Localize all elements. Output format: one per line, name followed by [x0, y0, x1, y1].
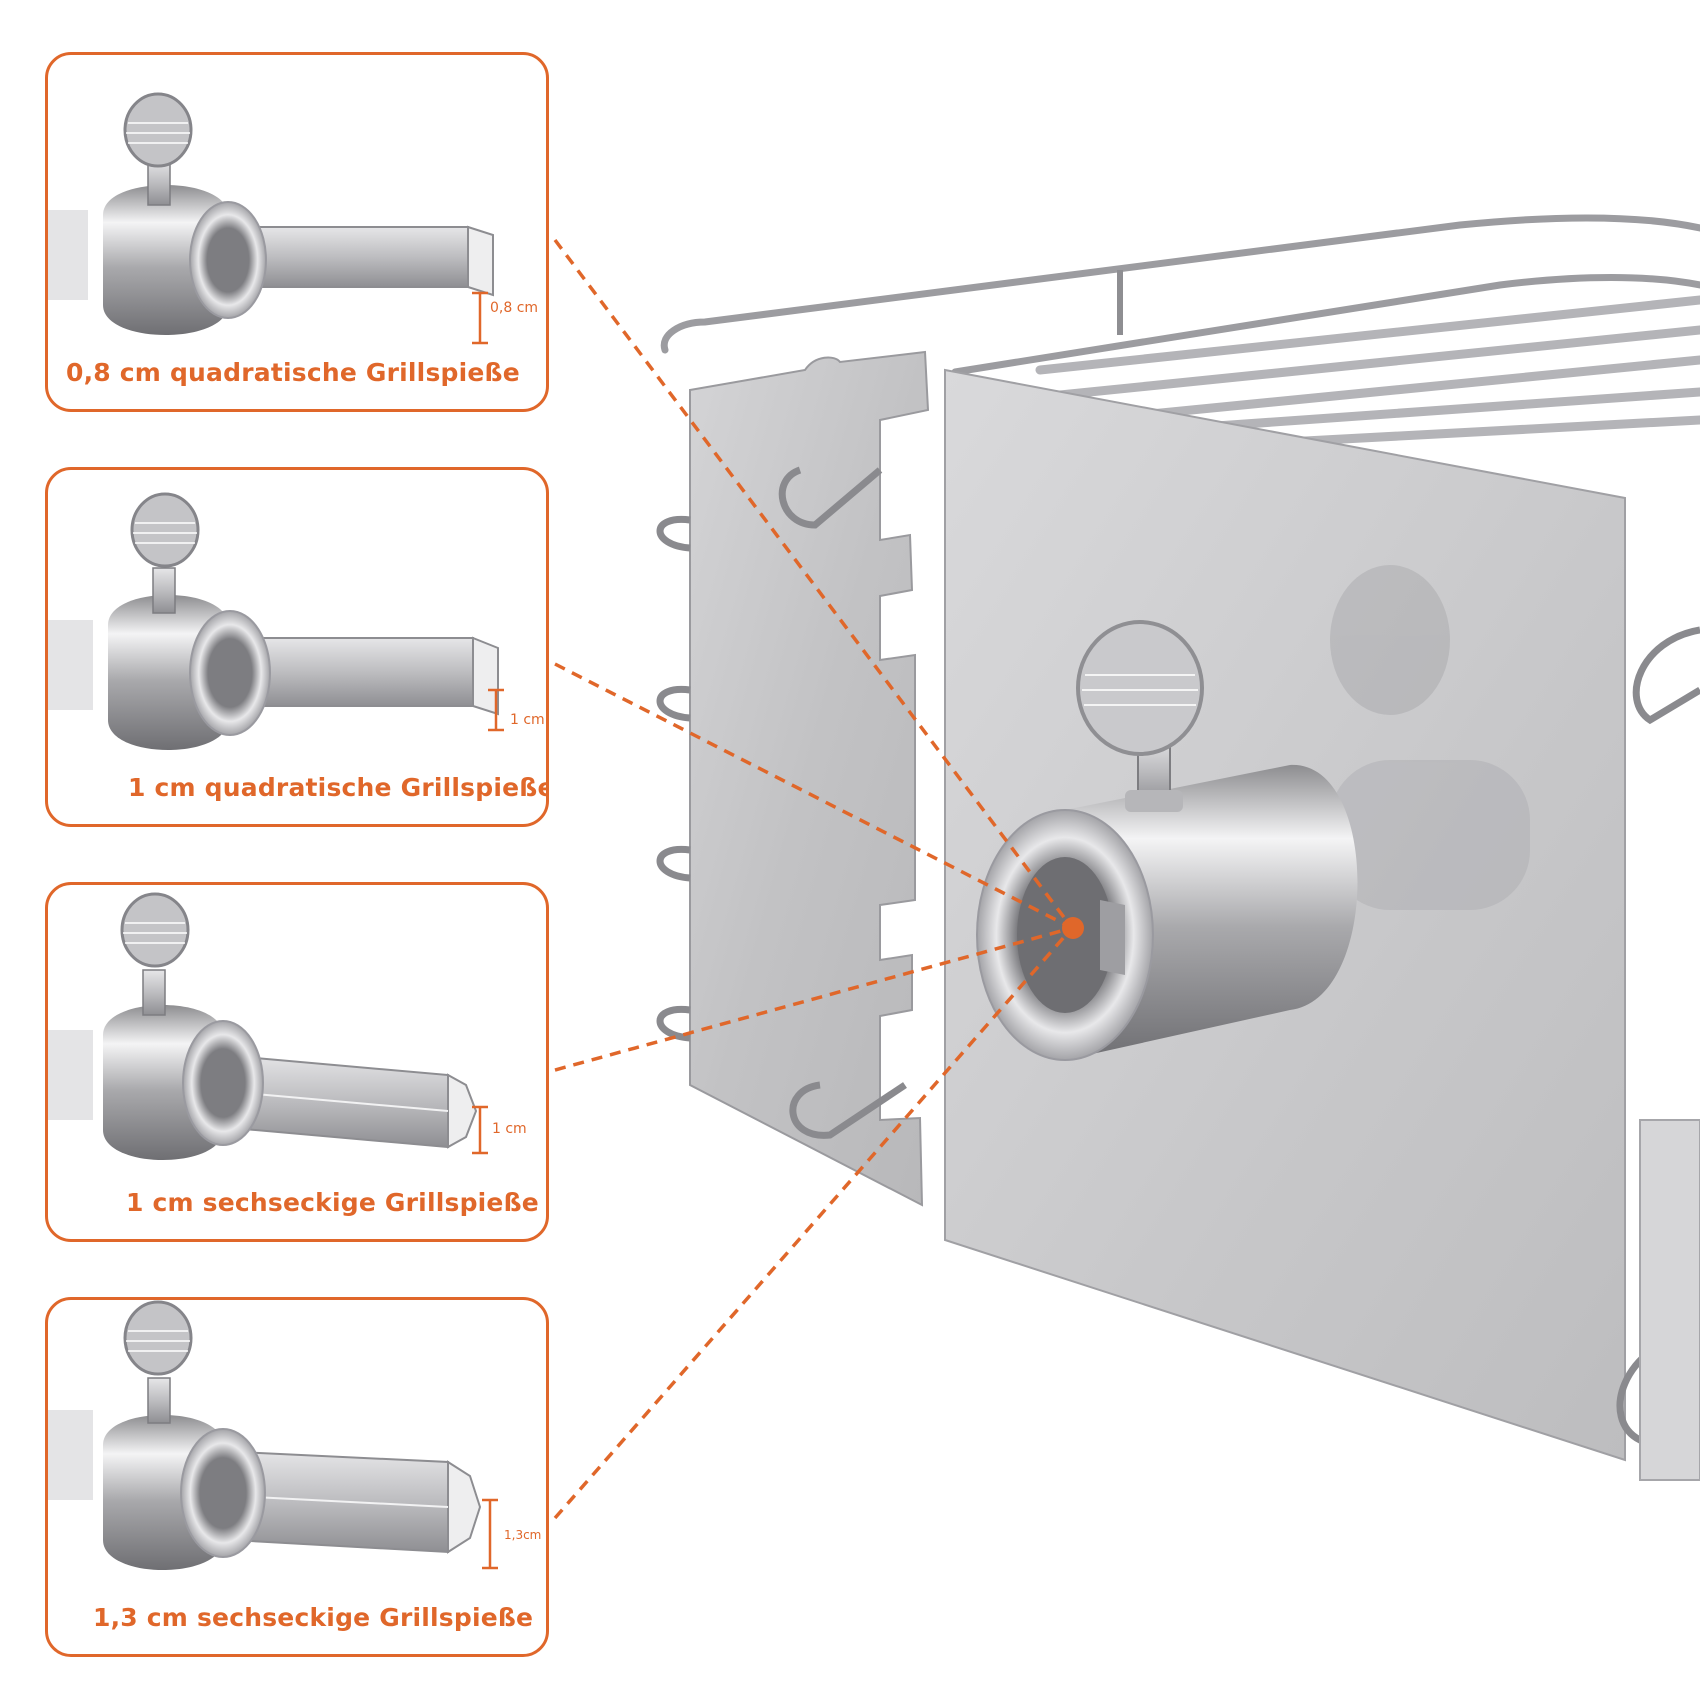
thumb-screw-icon [123, 1300, 193, 1376]
panel-square-0-8cm: 0,8 cm 0,8 cm quadratische Grillspieße [45, 52, 549, 412]
dimension-label: 1 cm [510, 712, 545, 728]
thumb-screw-icon [1076, 620, 1204, 756]
dimension-marker [488, 688, 504, 732]
hex-spit-coupler-icon [48, 892, 488, 1160]
reflection [1330, 565, 1530, 910]
dimension-marker [472, 1105, 488, 1155]
leader-lines [553, 238, 1074, 1520]
dimension-label: 1,3cm [504, 1528, 542, 1542]
center-hole-marker-icon [1062, 917, 1084, 939]
hex-spit-coupler-icon [48, 1300, 498, 1570]
panel-caption: 1,3 cm sechseckige Grillspieße [93, 1603, 534, 1632]
basket-top-frame [660, 214, 1700, 376]
dimension-label: 1 cm [492, 1121, 527, 1137]
panel-caption: 1 cm sechseckige Grillspieße [126, 1188, 539, 1217]
panel-caption: 1 cm quadratische Grillspieße [128, 773, 549, 802]
side-hooks [656, 466, 907, 1139]
panel-hex-1-3cm: 1,3cm 1,3 cm sechseckige Grillspieße [45, 1297, 549, 1657]
panel-hex-1cm: 1 cm 1 cm sechseckige Grillspieße [45, 882, 549, 1242]
dimension-label: 0,8 cm [490, 300, 539, 316]
thumb-screw-icon [120, 892, 190, 968]
thumb-screw-icon [130, 492, 200, 568]
square-spit-coupler-icon [48, 92, 494, 345]
thumb-screw-icon [123, 92, 193, 168]
dimension-marker [482, 1498, 498, 1570]
dimension-marker [472, 291, 488, 345]
rear-mounting-plate [689, 350, 930, 1207]
panel-caption: 0,8 cm quadratische Grillspieße [66, 358, 520, 387]
square-spit-coupler-icon [48, 492, 504, 750]
panel-square-1cm: 1 cm 1 cm quadratische Grillspieße [45, 467, 549, 827]
